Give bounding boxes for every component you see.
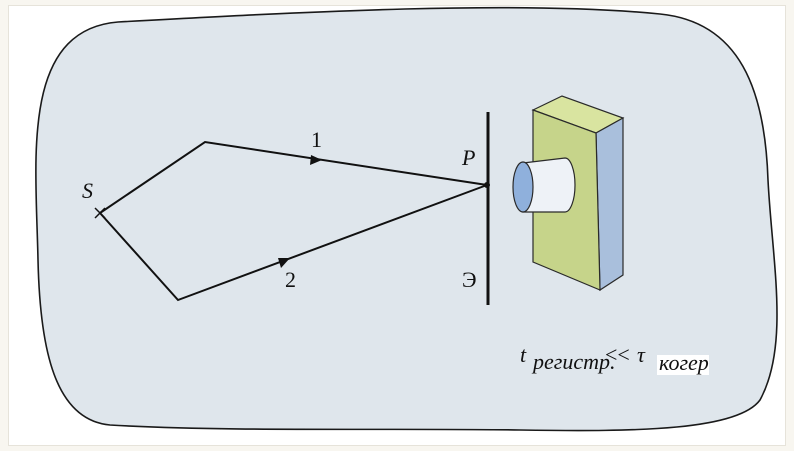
camera-lens-front	[512, 161, 534, 213]
label-ray-2: 2	[285, 267, 296, 292]
formula-t-subscript: регистр.	[531, 349, 616, 374]
ray-path-2	[99, 184, 488, 302]
ray-2-arrowhead	[278, 258, 290, 268]
ray-1-arrowhead	[310, 155, 322, 165]
detector-camera	[512, 95, 625, 292]
point-p-dot	[484, 182, 490, 188]
formula-operator: <<	[605, 342, 630, 367]
formula-tau: τ	[637, 342, 646, 367]
camera-lens-body	[522, 157, 576, 213]
formula-highlight	[657, 355, 709, 375]
formula-t: t	[520, 342, 527, 367]
ray-path-1	[99, 140, 488, 214]
camera-side-face	[595, 116, 624, 292]
source-marker	[94, 207, 106, 219]
label-screen: Э	[462, 267, 477, 292]
formula: t регистр. << τ когер	[520, 342, 709, 375]
label-ray-1: 1	[311, 127, 322, 152]
formula-tau-subscript: когер	[659, 350, 709, 375]
label-source: S	[82, 178, 93, 203]
label-point-p: P	[461, 145, 475, 170]
